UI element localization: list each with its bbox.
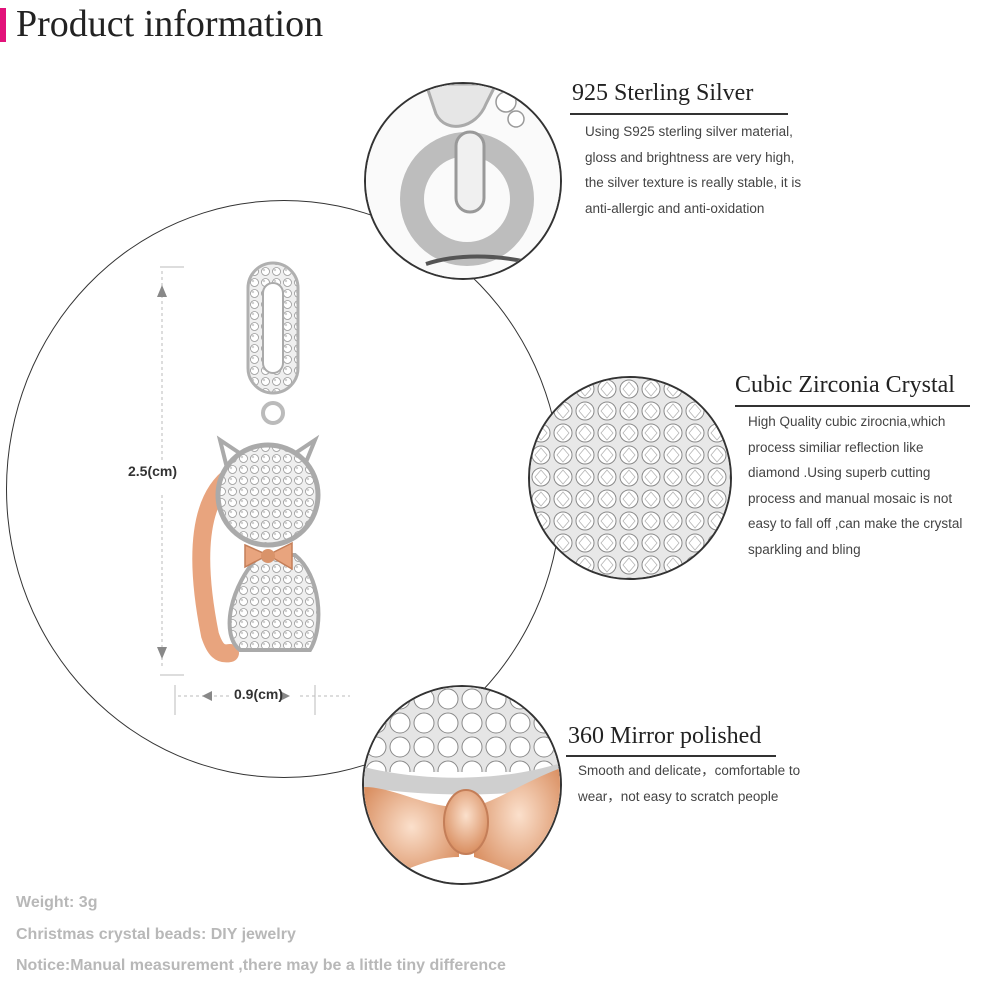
bow-closeup-image [364, 687, 560, 883]
weight-note: Weight: 3g [16, 894, 98, 911]
zoom-polish-detail [362, 685, 562, 885]
height-label: 2.5(cm) [128, 463, 178, 479]
feature-title-silver: 925 Sterling Silver [572, 80, 754, 106]
category-note: Christmas crystal beads: DIY jewelry [16, 926, 296, 943]
page-title: Product information [16, 3, 324, 45]
zoom-silver-detail [364, 82, 562, 280]
feature-desc-polish: Smooth and delicate，comfortable to wear，… [578, 763, 801, 804]
feature-underline-silver [570, 113, 788, 115]
feature-title-polish: 360 Mirror polished [568, 723, 762, 749]
zoom-crystal-detail [528, 376, 732, 580]
feature-desc-crystal: High Quality cubic zirocnia,which proces… [748, 414, 963, 557]
feature-title-crystal: Cubic Zirconia Crystal [735, 372, 955, 398]
cat-charm-image [157, 261, 350, 715]
crystal-closeup-image [530, 378, 730, 578]
feature-underline-polish [566, 755, 776, 757]
feature-desc-silver: Using S925 sterling silver material, glo… [585, 124, 802, 216]
width-label: 0.9(cm) [234, 686, 284, 702]
bail-closeup-image [366, 84, 560, 278]
feature-underline-crystal [735, 405, 970, 407]
measurement-notice: Notice:Manual measurement ,there may be … [16, 957, 506, 974]
title-accent-bar [0, 8, 6, 42]
